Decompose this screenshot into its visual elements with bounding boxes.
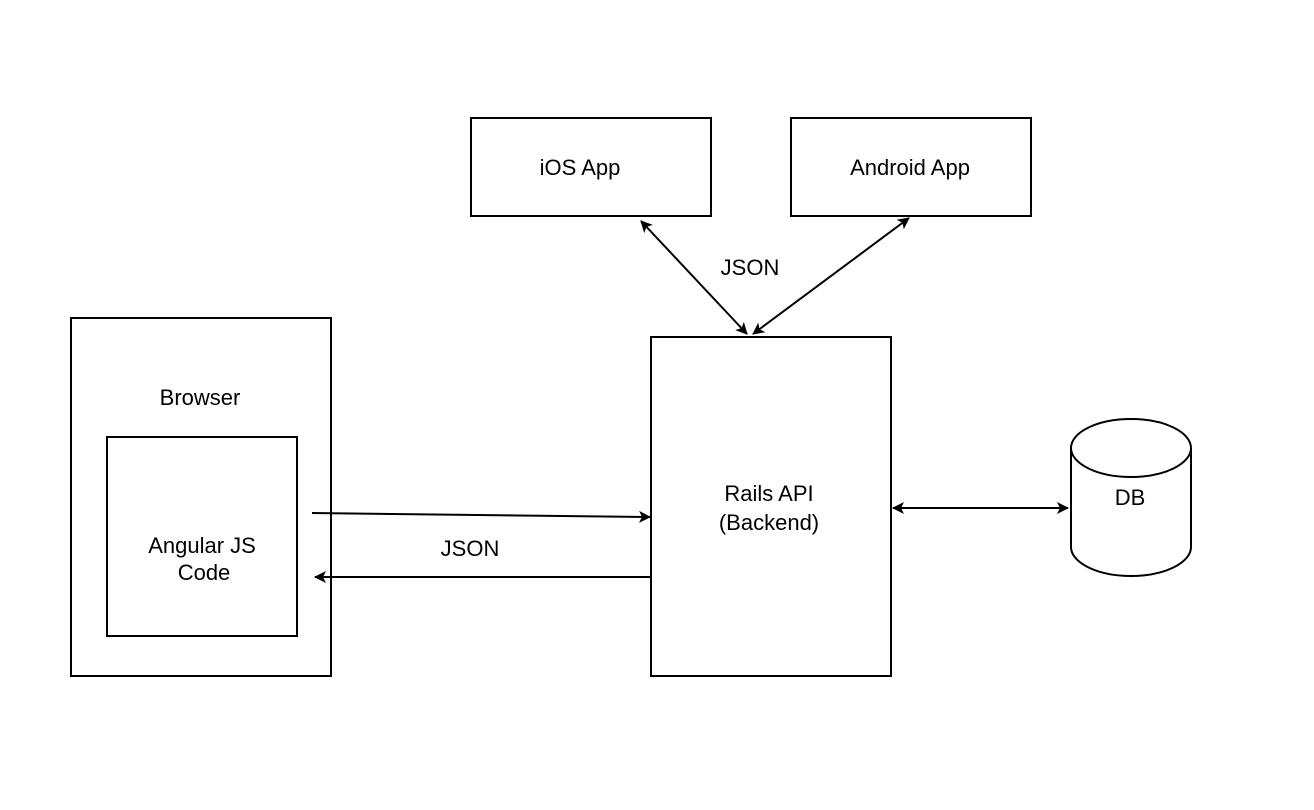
rails-api-node[interactable]: Rails API (Backend) (650, 336, 892, 677)
ios-rails-arrow (640, 220, 748, 335)
db-label: DB (1115, 485, 1146, 510)
angular-code-node[interactable]: Angular JS Code (106, 436, 298, 637)
android-app-node[interactable]: Android App (790, 117, 1032, 217)
db-node[interactable]: DB (1070, 418, 1192, 577)
angular-code-label-line2: Code (178, 560, 231, 585)
rails-api-box (650, 336, 892, 677)
db-cylinder-top (1070, 418, 1192, 478)
ios-app-box (470, 117, 712, 217)
rails-api-label-line2: (Backend) (719, 510, 819, 535)
browser-to-rails-arrow (311, 510, 651, 523)
android-app-label: Android App (850, 155, 970, 180)
ios-app-label: iOS App (540, 155, 621, 180)
browser-label: Browser (160, 385, 241, 410)
mobile-json-label: JSON (721, 255, 780, 280)
ios-app-node[interactable]: iOS App (470, 117, 712, 217)
android-rails-arrow (752, 217, 910, 335)
angular-code-box (106, 436, 298, 637)
db-cylinder-body (1070, 448, 1192, 577)
rails-api-label-line1: Rails API (724, 481, 813, 506)
android-app-box (790, 117, 1032, 217)
browser-json-label: JSON (441, 536, 500, 561)
angular-code-label-line1: Angular JS (148, 533, 256, 558)
